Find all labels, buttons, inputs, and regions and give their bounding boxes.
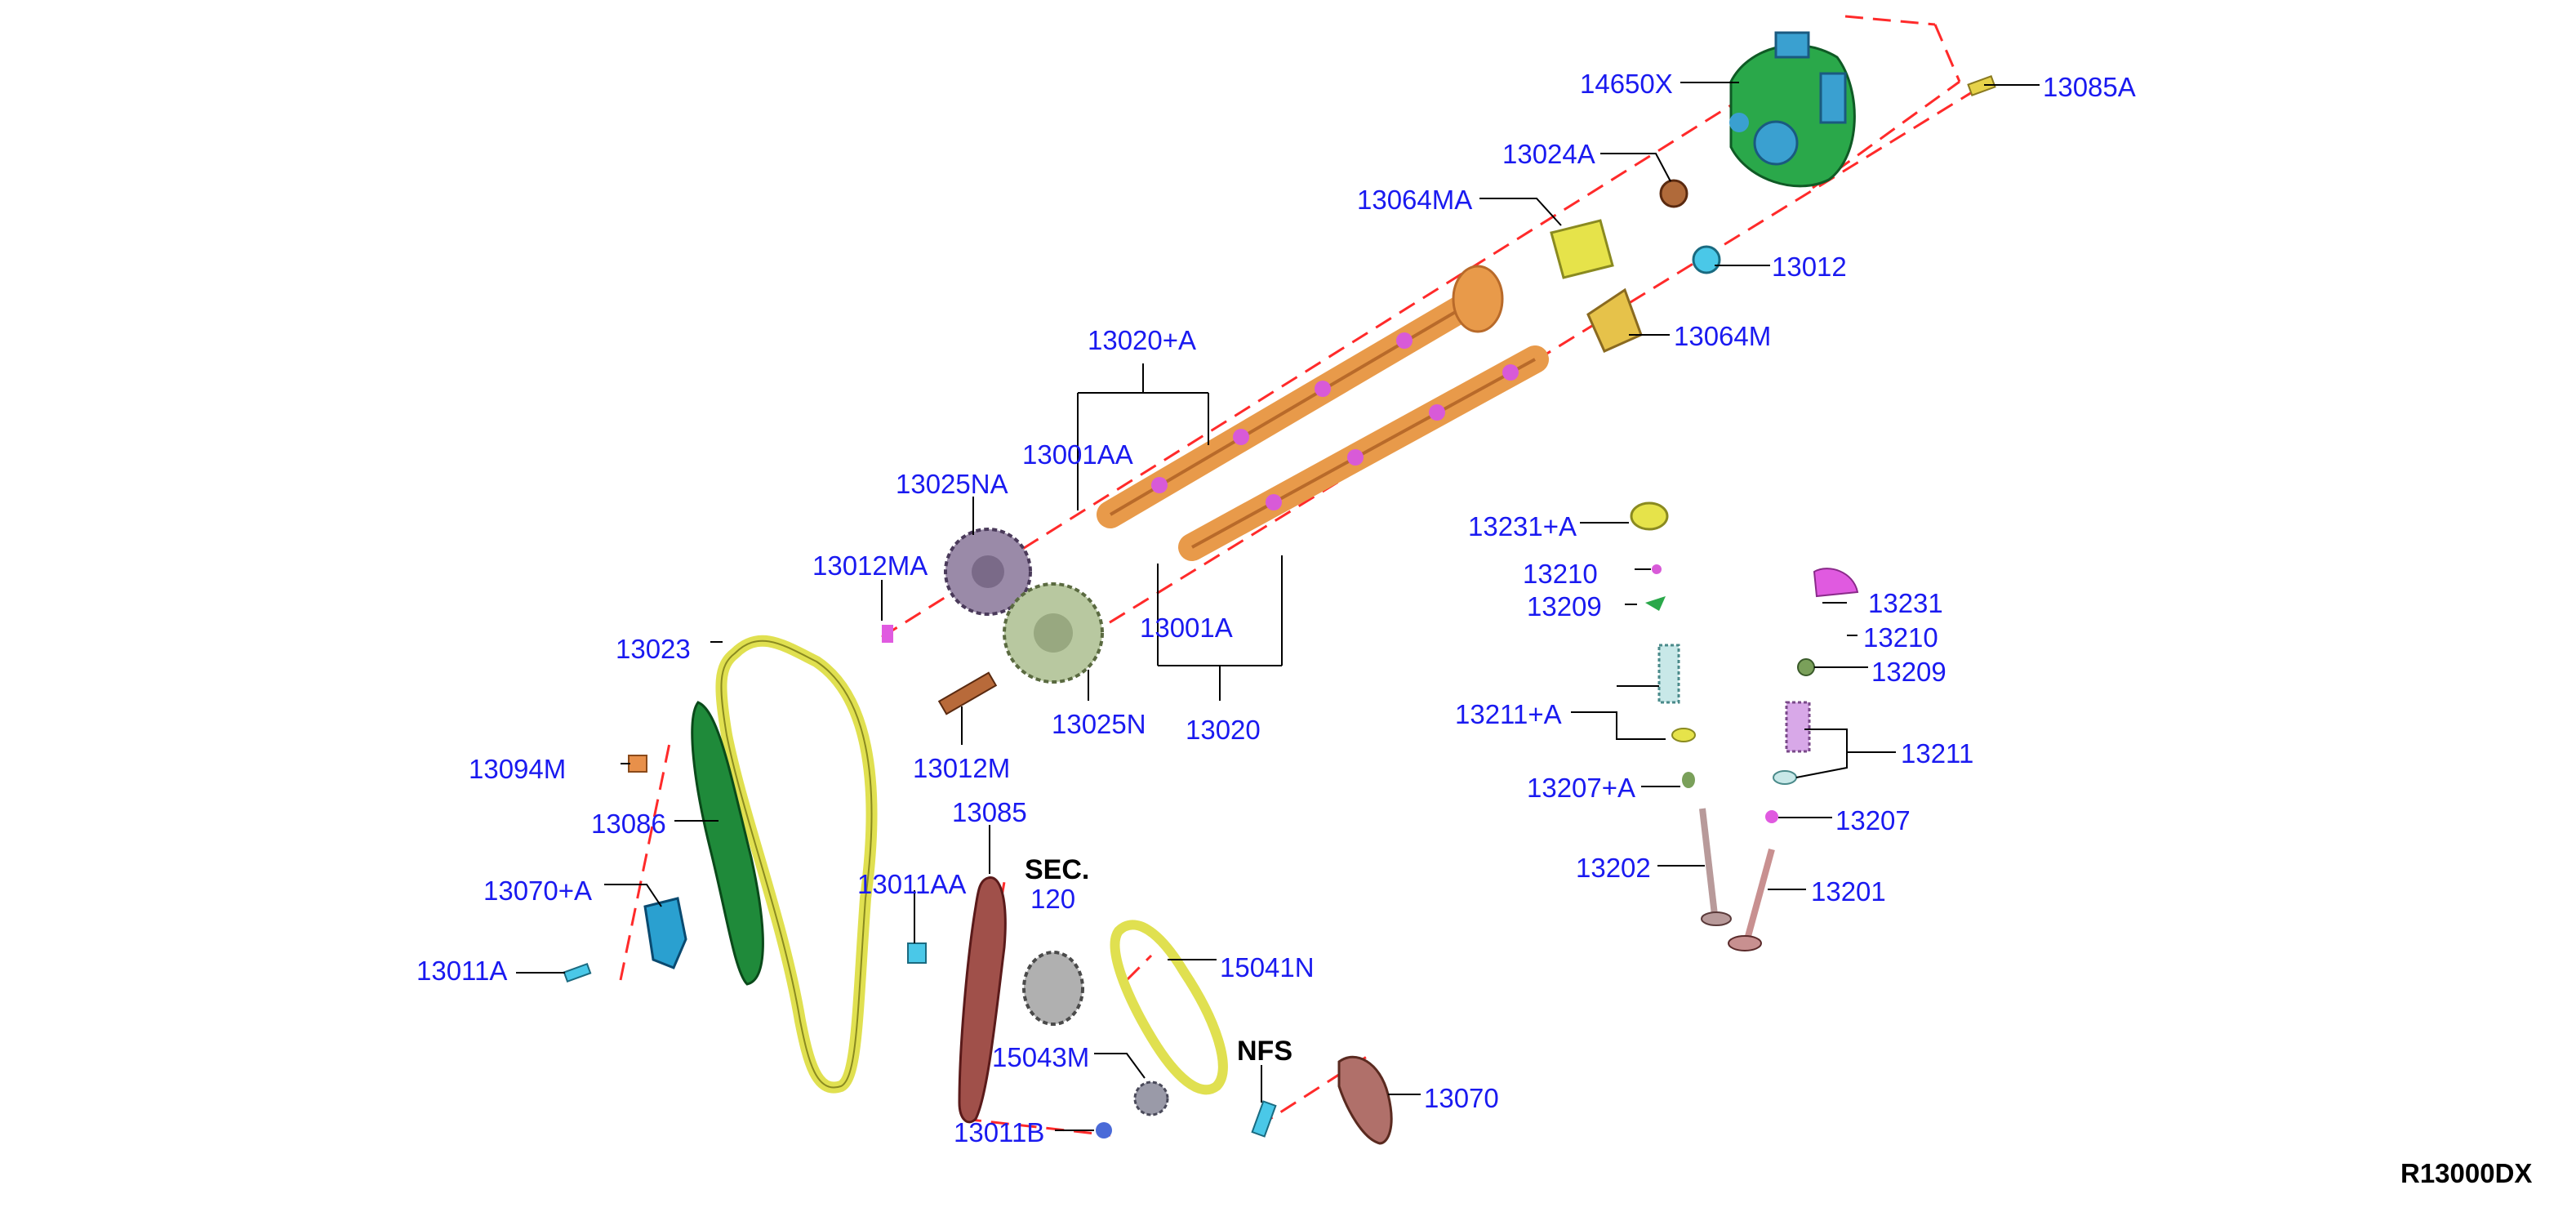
timing-rotor-13064m <box>1586 287 1643 353</box>
nfs-label: NFS <box>1237 1036 1292 1067</box>
label-13086: 13086 <box>591 809 666 839</box>
label-13025na: 13025NA <box>896 469 1008 499</box>
label-13012m: 13012M <box>913 753 1011 783</box>
bolt-13011a <box>563 962 592 983</box>
sprocket-15043m <box>1133 1081 1169 1116</box>
nfs-bolt <box>1251 1100 1277 1138</box>
camshaft-intake <box>1097 265 1504 528</box>
label-13201: 13201 <box>1811 876 1886 907</box>
oil-pump-chain <box>1110 920 1228 1095</box>
label-13209: 13209 <box>1871 657 1946 687</box>
label-13023: 13023 <box>616 634 691 664</box>
label-13001aa: 13001AA <box>1022 439 1133 470</box>
label-13070: 13070 <box>1424 1083 1499 1113</box>
label-13020a: 13020+A <box>1088 325 1197 355</box>
timing-rotor-13064ma <box>1550 219 1614 279</box>
sec-label: SEC. <box>1025 854 1090 885</box>
label-13085a: 13085A <box>2043 72 2136 102</box>
vacuum-pump <box>1729 31 1856 188</box>
bolt-13011aa <box>907 942 927 964</box>
leader-lines <box>516 82 2040 1131</box>
part-13012ma <box>882 625 893 643</box>
valve-train <box>1630 501 1859 951</box>
label-13011a: 13011A <box>416 956 508 986</box>
part-13094m <box>628 755 647 773</box>
label-13211a: 13211+A <box>1455 699 1562 729</box>
part-13024a <box>1659 179 1688 208</box>
part-13012 <box>1692 245 1721 274</box>
slack-guide <box>958 876 1007 1124</box>
label-13231: 13231 <box>1868 588 1943 618</box>
label-13211: 13211 <box>1901 738 1974 769</box>
label-13210-b: 13210 <box>1863 622 1938 653</box>
label-13012: 13012 <box>1772 252 1847 282</box>
label-15041n: 15041N <box>1220 952 1315 983</box>
label-13210: 13210 <box>1523 559 1598 589</box>
label-13011aa: 13011AA <box>857 869 967 899</box>
tensioner-13070a <box>643 897 687 969</box>
label-13207: 13207 <box>1835 805 1911 835</box>
label-13064ma: 13064MA <box>1357 185 1473 215</box>
bolt-13011b <box>1096 1122 1112 1138</box>
label-13202: 13202 <box>1576 853 1651 883</box>
label-13064m: 13064M <box>1674 321 1772 351</box>
chain-guide <box>691 701 764 986</box>
label-13209-b: 13209 <box>1527 591 1602 622</box>
label-13025n: 13025N <box>1052 709 1146 739</box>
label-13012ma: 13012MA <box>812 550 928 581</box>
label-13207a: 13207+A <box>1527 773 1636 803</box>
label-13020: 13020 <box>1186 715 1261 745</box>
label-13094m: 13094M <box>469 754 567 784</box>
label-13011b: 13011B <box>954 1117 1045 1147</box>
diagram-code: R13000DX <box>2400 1158 2533 1188</box>
label-13070a: 13070+A <box>483 876 593 906</box>
label-14650x: 14650X <box>1580 69 1673 99</box>
label-15043m: 15043M <box>992 1042 1090 1072</box>
crank-sprocket-sec120 <box>1022 951 1084 1026</box>
sprocket-13025n <box>1003 582 1104 684</box>
label-13024a: 13024A <box>1502 139 1595 169</box>
bolt-13085a <box>1967 75 1996 96</box>
sprocket-13025na <box>944 528 1032 616</box>
bolt-13012m <box>937 671 998 715</box>
sec-number: 120 <box>1030 884 1076 914</box>
tensioner-arm-13070 <box>1337 1055 1393 1145</box>
label-13231a: 13231+A <box>1468 511 1577 541</box>
label-13085: 13085 <box>952 797 1027 827</box>
camshaft-exhaust <box>1178 345 1549 561</box>
label-13001a: 13001A <box>1140 613 1233 643</box>
